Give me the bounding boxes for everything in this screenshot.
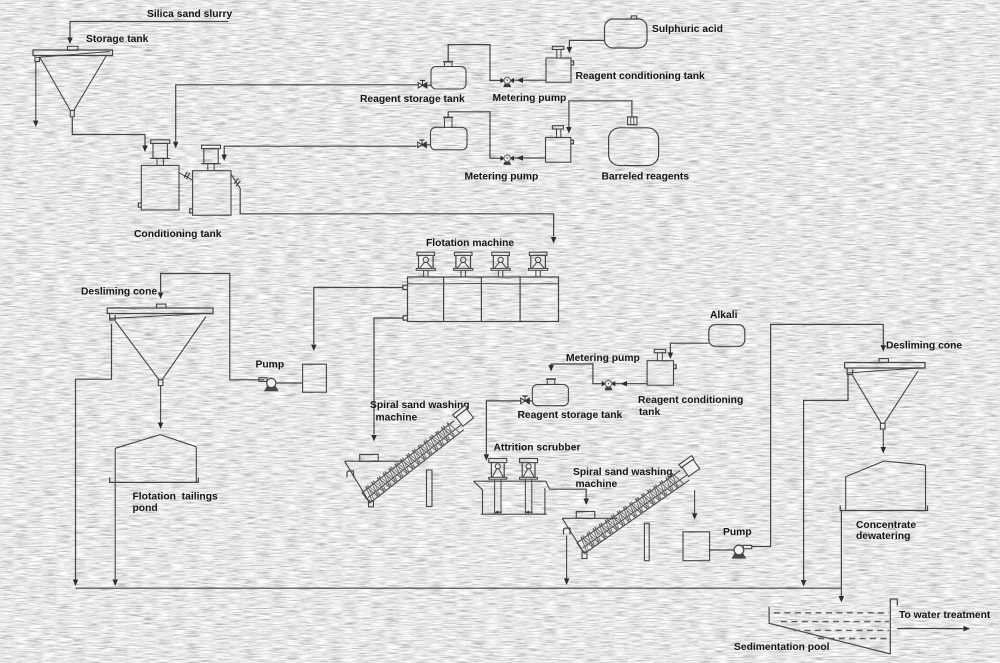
svg-text:Alkali: Alkali — [710, 310, 738, 321]
svg-text:Silica sand slurry: Silica sand slurry — [147, 9, 233, 20]
svg-text:Conditioning tank: Conditioning tank — [134, 229, 222, 240]
svg-text:Sulphuric acid: Sulphuric acid — [652, 24, 723, 35]
svg-text:Pump: Pump — [256, 360, 285, 371]
svg-text:Spiral sand washing: Spiral sand washing — [370, 400, 470, 411]
svg-text:Metering pump: Metering pump — [465, 172, 539, 183]
svg-text:Flotation machine: Flotation machine — [426, 238, 514, 249]
svg-text:Desliming cone: Desliming cone — [81, 287, 157, 298]
svg-text:Reagent conditioning tank: Reagent conditioning tank — [576, 71, 706, 82]
svg-text:pond: pond — [133, 503, 158, 514]
svg-text:Reagent storage tank: Reagent storage tank — [518, 410, 623, 421]
svg-text:Sedimentation pool: Sedimentation pool — [734, 642, 830, 653]
svg-text:Metering pump: Metering pump — [566, 353, 640, 364]
svg-text:To water treatment: To water treatment — [899, 610, 991, 621]
svg-text:Reagent conditioning: Reagent conditioning — [638, 395, 743, 406]
svg-text:Pump: Pump — [723, 527, 752, 538]
svg-text:Barreled reagents: Barreled reagents — [602, 172, 690, 183]
svg-text:Flotation tailings: Flotation tailings — [133, 492, 219, 503]
svg-text:dewatering: dewatering — [856, 531, 910, 542]
svg-text:tank: tank — [639, 407, 660, 418]
svg-text:Attrition scrubber: Attrition scrubber — [494, 443, 581, 454]
svg-text:machine: machine — [576, 479, 618, 490]
svg-text:Concentrate: Concentrate — [856, 520, 916, 531]
svg-text:Reagent storage tank: Reagent storage tank — [360, 94, 465, 105]
svg-text:Spiral sand washing: Spiral sand washing — [573, 467, 673, 478]
svg-text:Storage tank: Storage tank — [86, 34, 149, 45]
svg-text:Desliming cone: Desliming cone — [886, 341, 962, 352]
svg-text:Metering pump: Metering pump — [493, 93, 567, 104]
svg-text:machine: machine — [376, 413, 418, 424]
